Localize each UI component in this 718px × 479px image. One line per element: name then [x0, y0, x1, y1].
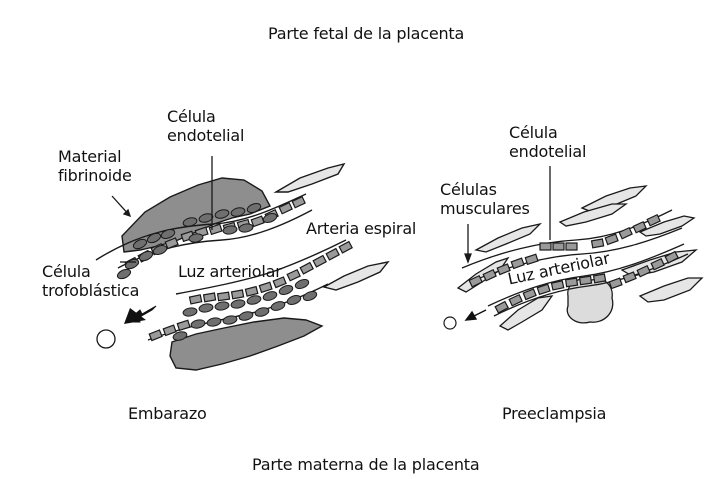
muscle-cells-label: Células musculares [440, 180, 530, 218]
pregnancy-lumen-label: Luz arteriolar [178, 262, 282, 281]
preeclampsia-flow-arrow [466, 310, 486, 320]
pregnancy-circle [97, 330, 115, 348]
light-cell-top [276, 164, 344, 192]
maternal-side-label: Parte materna de la placenta [252, 455, 479, 474]
fibrinoid-material-label: Material fibrinoide [58, 147, 132, 185]
pregnancy-endothelial-label: Célula endotelial [167, 107, 244, 145]
pregnancy-flow-arrow [124, 306, 156, 324]
preeclampsia-endothelial-label: Célula endotelial [509, 123, 586, 161]
light-cell-right [324, 262, 388, 290]
pregnancy-caption: Embarazo [128, 404, 207, 423]
muscle-cell-7 [500, 296, 552, 330]
preeclampsia-circle [444, 317, 456, 329]
preeclampsia-caption: Preeclampsia [502, 404, 606, 423]
spiral-artery-label: Arteria espiral [306, 219, 416, 238]
muscle-cell-3 [476, 224, 540, 252]
muscle-cell-6 [640, 278, 702, 302]
trophoblast-cell-label: Célula trofoblástica [42, 262, 139, 300]
fetal-side-label: Parte fetal de la placenta [268, 24, 464, 43]
